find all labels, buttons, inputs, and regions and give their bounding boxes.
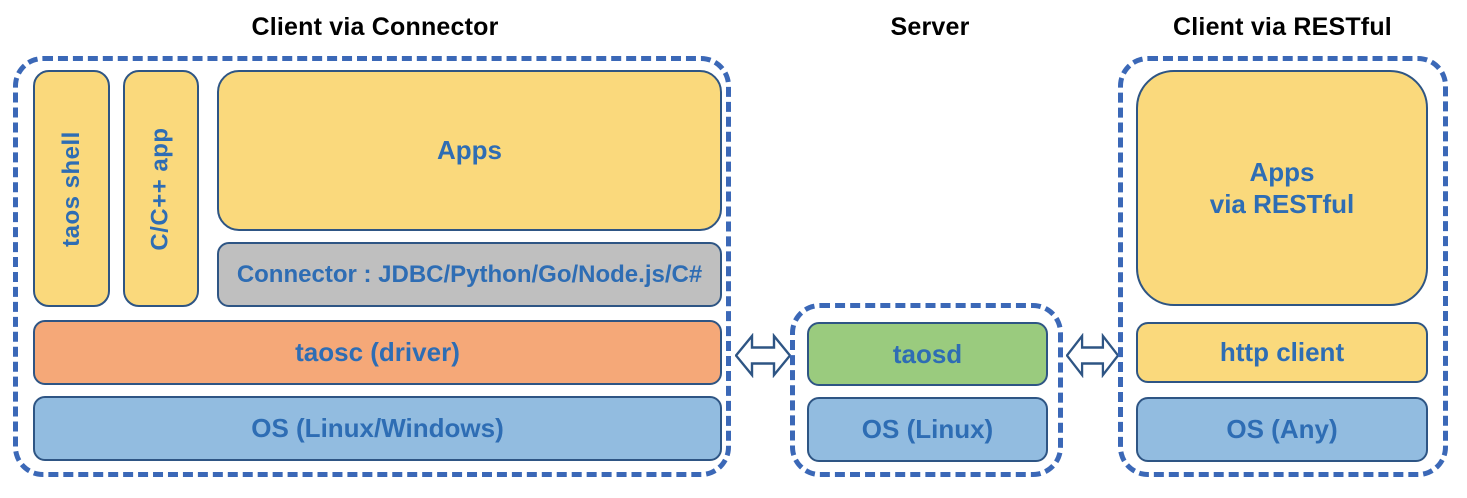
taos-shell-box: taos shell — [33, 70, 110, 307]
taos-shell-label: taos shell — [57, 130, 85, 247]
c-cpp-app-box: C/C++ app — [123, 70, 199, 307]
apps-via-restful-label-line1: Apps — [1249, 156, 1315, 187]
os-linux-box: OS (Linux) — [807, 397, 1048, 462]
section-title-client-connector: Client via Connector — [251, 13, 499, 41]
taosd-box: taosd — [807, 322, 1048, 386]
http-client-box: http client — [1136, 322, 1428, 383]
os-any-box: OS (Any) — [1136, 397, 1428, 462]
connector-label: Connector : JDBC/Python/Go/Node.js/C# — [236, 260, 703, 288]
os-any-label: OS (Any) — [1226, 414, 1338, 445]
apps-box: Apps — [217, 70, 722, 231]
apps-via-restful-label-line2: via RESTful — [1209, 189, 1355, 219]
section-title-server: Server — [890, 13, 970, 41]
connector-box: Connector : JDBC/Python/Go/Node.js/C# — [217, 242, 722, 307]
section-title-client-restful: Client via RESTful — [1173, 13, 1392, 41]
apps-via-restful-box: Apps via RESTful — [1136, 70, 1428, 306]
client-connector-group — [13, 56, 731, 477]
os-linux-label: OS (Linux) — [861, 414, 994, 445]
os-linux-windows-label: OS (Linux/Windows) — [251, 413, 504, 444]
taosc-driver-label: taosc (driver) — [295, 337, 460, 368]
client-restful-group — [1118, 56, 1448, 477]
taosd-label: taosd — [892, 338, 963, 369]
server-group — [790, 303, 1063, 477]
taosc-driver-box: taosc (driver) — [33, 320, 722, 385]
apps-label: Apps — [437, 135, 502, 166]
c-cpp-app-label: C/C++ app — [147, 126, 175, 251]
double-arrow-icon — [735, 333, 791, 378]
http-client-label: http client — [1219, 337, 1345, 368]
double-arrow-icon — [1066, 333, 1119, 378]
os-linux-windows-box: OS (Linux/Windows) — [33, 396, 722, 461]
